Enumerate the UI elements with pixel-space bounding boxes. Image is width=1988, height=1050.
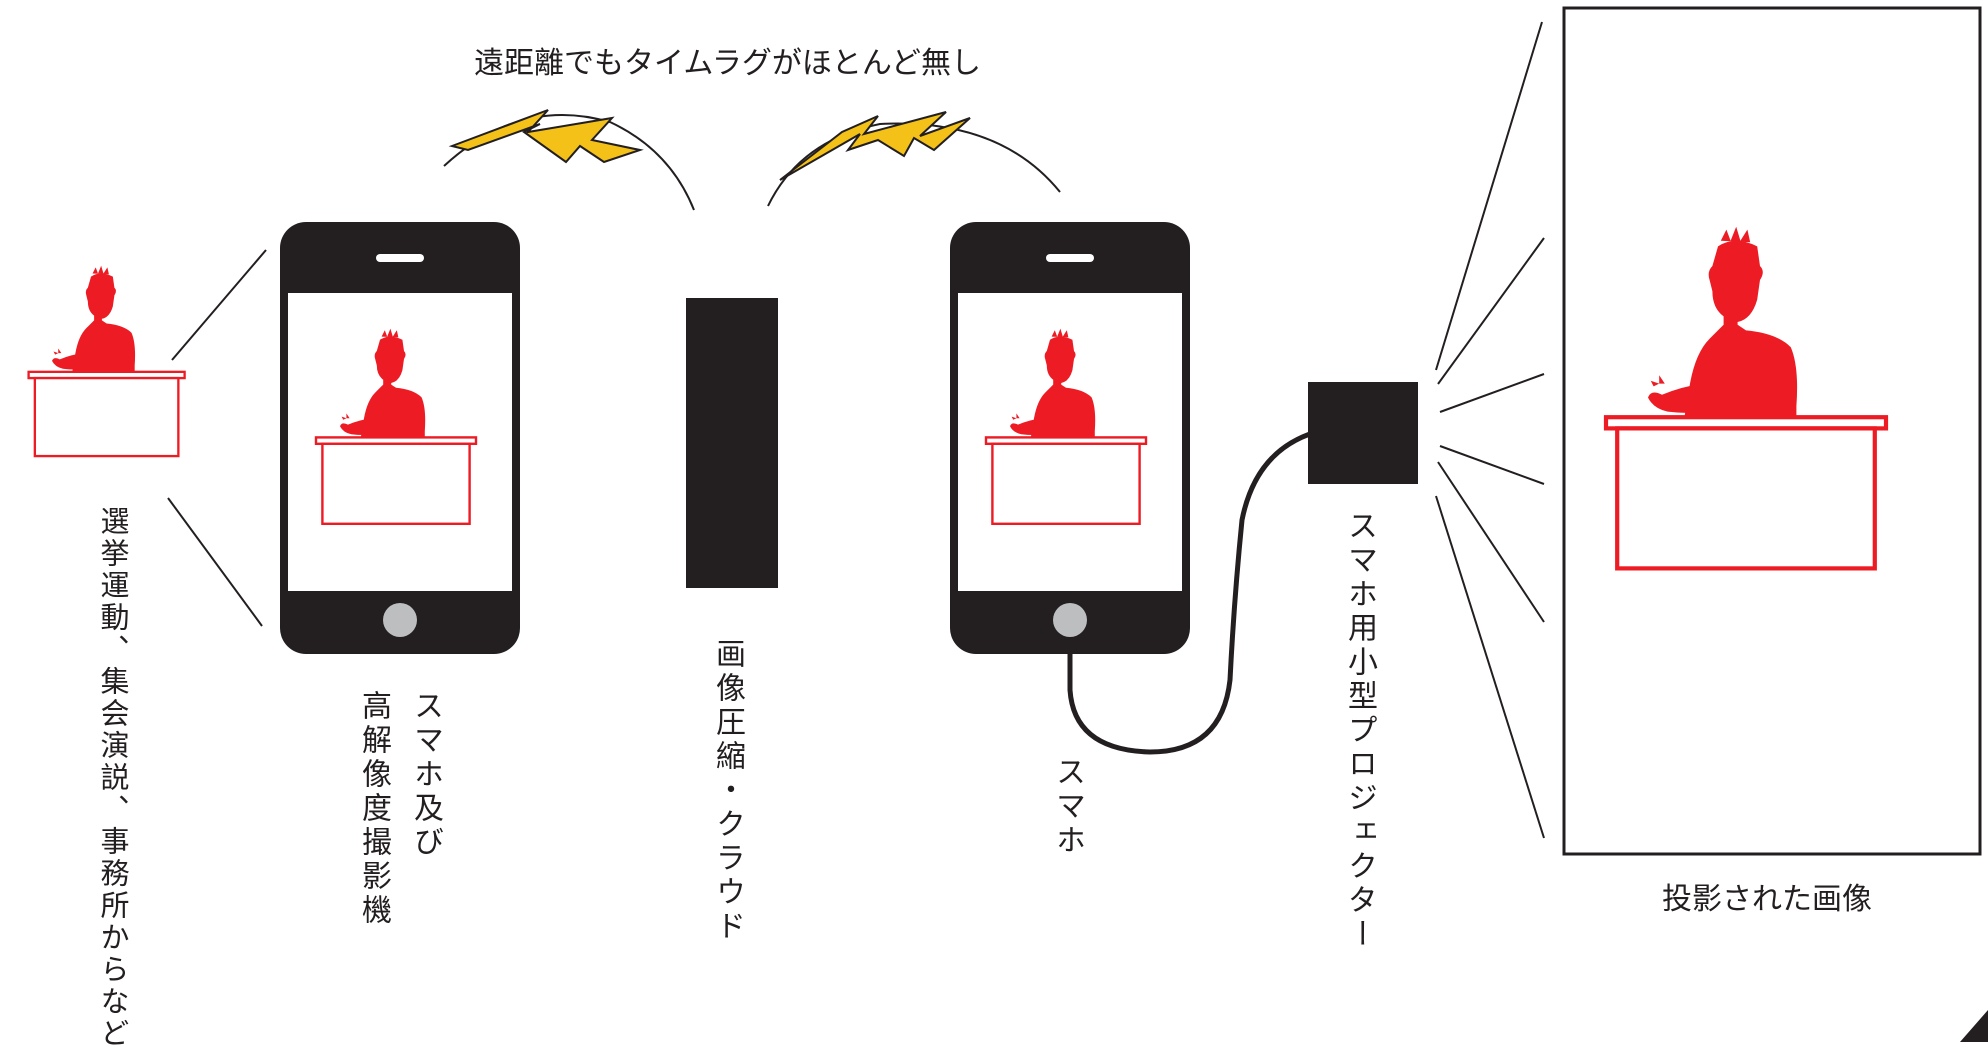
connector-line (167, 497, 263, 627)
capture-phone (280, 222, 520, 654)
capture-device-label-line1: スマホ及び (408, 690, 443, 860)
receiver-phone (950, 222, 1190, 654)
compression-block (686, 298, 778, 588)
compression-label: 画像圧縮・クラウド (710, 638, 745, 944)
phone-speaker-slot (376, 254, 424, 262)
home-button (383, 603, 417, 637)
projector-box (1308, 382, 1418, 484)
corner-mark (1960, 1010, 1988, 1042)
source-label: 選挙運動、集会演説、事務所からなど (96, 506, 130, 1050)
cable (1067, 429, 1319, 755)
receiver-phone-label: スマホ (1050, 756, 1085, 858)
projected-image-label: 投影された画像 (1662, 882, 1872, 917)
home-button (1053, 603, 1087, 637)
capture-device-label-line2: 高解像度撮影機 (356, 690, 391, 928)
connector-line (171, 249, 267, 361)
top-caption: 遠距離でもタイムラグがほとんど無し (474, 46, 981, 81)
lightning-right (767, 111, 1061, 207)
projection-rays (1435, 21, 1545, 839)
projector-label: スマホ用小型プロジェクター (1342, 510, 1377, 952)
lightning-left (443, 109, 695, 211)
projection-screen (1562, 6, 1982, 856)
source-speaker (27, 264, 186, 458)
phone-speaker-slot (1046, 254, 1094, 262)
